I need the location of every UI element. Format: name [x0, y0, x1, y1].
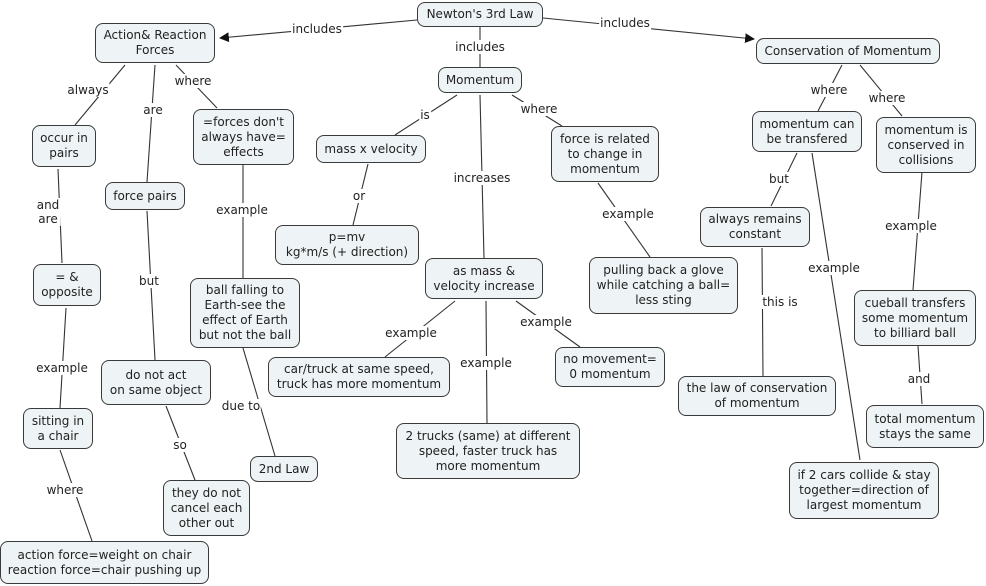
- link-label-example: example: [884, 219, 938, 233]
- link-label-where: where: [45, 483, 85, 497]
- link-label-so: so: [172, 438, 188, 452]
- link-label-example: example: [601, 207, 655, 221]
- concept-car-truck-same-speed[interactable]: car/truck at same speed, truck has more …: [268, 357, 450, 397]
- link-label-this-is: this is: [761, 295, 799, 309]
- concept-action-force-weight[interactable]: action force=weight on chair reaction fo…: [0, 541, 209, 584]
- link-label-where: where: [867, 91, 907, 105]
- link-label-but: but: [768, 172, 790, 186]
- concept-action-reaction-forces[interactable]: Action& Reaction Forces: [95, 23, 215, 63]
- link-label-example: example: [807, 261, 861, 275]
- concept-momentum-conserved-in-collisions[interactable]: momentum is conserved in collisions: [876, 117, 976, 173]
- link-label-example: example: [35, 361, 89, 375]
- edge-transfer-twocars: [811, 152, 861, 461]
- link-label-is: is: [419, 108, 431, 122]
- link-label-where: where: [519, 102, 559, 116]
- concept-occur-in-pairs[interactable]: occur in pairs: [32, 125, 96, 167]
- link-label-increases: increases: [452, 171, 512, 185]
- concept-p-equals-mv[interactable]: p=mv kg*m/s (+ direction): [275, 225, 419, 265]
- concept-as-mass-velocity-increase[interactable]: as mass & velocity increase: [425, 258, 543, 299]
- edge-cons-collisions: [859, 64, 903, 117]
- concept-cueball-transfers[interactable]: cueball transfers some momentum to billi…: [854, 290, 976, 346]
- concept-sitting-in-a-chair[interactable]: sitting in a chair: [23, 408, 93, 449]
- link-label-example: example: [215, 203, 269, 217]
- link-label-and-are: and are: [35, 198, 61, 226]
- link-label-includes: includes: [454, 40, 506, 54]
- concept-do-not-act[interactable]: do not act on same object: [101, 360, 211, 405]
- link-label-where: where: [173, 74, 213, 88]
- concept-always-remains-constant[interactable]: always remains constant: [700, 207, 810, 247]
- edge-constant-law: [761, 247, 764, 378]
- concept-force-related-to-change[interactable]: force is related to change in momentum: [551, 126, 659, 182]
- link-label-are: are: [142, 103, 164, 117]
- concept-two-trucks[interactable]: 2 trucks (same) at different speed, fast…: [396, 423, 580, 479]
- link-label-example: example: [459, 356, 513, 370]
- concept-total-momentum-same[interactable]: total momentum stays the same: [866, 405, 984, 448]
- concept-ball-falling[interactable]: ball falling to Earth-see the effect of …: [190, 278, 300, 348]
- concept-pulling-back-glove[interactable]: pulling back a glove while catching a ba…: [589, 257, 738, 314]
- concept-momentum[interactable]: Momentum: [438, 67, 522, 93]
- concept-force-pairs[interactable]: force pairs: [105, 182, 185, 210]
- link-label-includes: includes: [291, 22, 343, 36]
- concept-law-of-conservation[interactable]: the law of conservation of momentum: [678, 376, 836, 416]
- edge-equal-sitting: [59, 307, 67, 409]
- link-label-example: example: [384, 326, 438, 340]
- concept-do-not-cancel[interactable]: they do not cancel each other out: [163, 480, 250, 536]
- concept-forces-dont-always-have-effects[interactable]: =forces don't always have= effects: [193, 109, 294, 165]
- edge-action-forcepairs: [146, 64, 156, 183]
- link-label-includes: includes: [599, 16, 651, 30]
- link-label-due-to: due to: [220, 399, 262, 413]
- link-label-but: but: [138, 274, 160, 288]
- concept-momentum-can-be-transfered[interactable]: momentum can be transfered: [752, 111, 862, 152]
- concept-mass-x-velocity[interactable]: mass x velocity: [316, 135, 426, 163]
- link-label-and: and: [906, 372, 932, 386]
- link-label-always: always: [66, 83, 110, 97]
- link-label-or: or: [351, 189, 367, 203]
- concept-newtons-3rd-law[interactable]: Newton's 3rd Law: [417, 2, 543, 27]
- concept-equal-opposite[interactable]: = & opposite: [33, 264, 101, 306]
- concept-no-movement[interactable]: no movement= 0 momentum: [555, 347, 665, 387]
- link-label-example: example: [519, 315, 573, 329]
- concept-conservation-of-momentum[interactable]: Conservation of Momentum: [756, 38, 940, 64]
- concept-2nd-law[interactable]: 2nd Law: [250, 456, 318, 482]
- link-label-where: where: [809, 83, 849, 97]
- concept-two-cars-collide[interactable]: if 2 cars collide & stay together=direct…: [789, 462, 939, 519]
